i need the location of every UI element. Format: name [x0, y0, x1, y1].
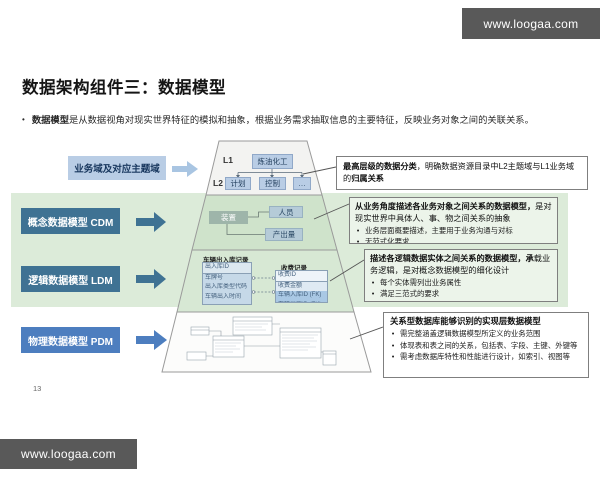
l1-l2-connectors — [237, 169, 303, 175]
right-arrow-icon-domain — [172, 161, 198, 177]
bullet-text: 体现表和表之间的关系，包括表、字段、主键、外键等 — [400, 340, 578, 350]
bullet-text: 需考虑数据库特性和性能进行设计，如索引、视图等 — [400, 352, 570, 362]
page-number: 13 — [33, 384, 42, 393]
ldm-right-table-field: 车辆出库ID (FK) — [276, 300, 327, 302]
ldm-right-table-title: 收费记录 — [281, 265, 307, 272]
annotation-l1l2-text: ，明确数据资源目录中L2主题域与L1业务域的 — [343, 162, 575, 183]
bullet-text: 无范式化要求 — [365, 237, 410, 244]
annotation-ldm-bullet: • 满足三范式的要求 — [370, 289, 552, 299]
bullet-text: 需完整涵盖逻辑数据模型所定义的业务范围 — [400, 329, 541, 339]
l2-label: L2 — [213, 178, 223, 188]
ldm-left-table-key: 出入库ID — [203, 263, 251, 274]
bullet-marker: • — [371, 289, 375, 299]
lead-text-rest: 是从数据视角对现实世界特征的模拟和抽象，根据业务需求抽取信息的主要特征，反映业务… — [69, 115, 534, 125]
label-business-domain: 业务域及对应主题域 — [68, 156, 166, 180]
lead-bullet-marker: • — [22, 115, 25, 124]
bullet-marker: • — [356, 225, 360, 235]
cdm-entity-person: 人员 — [269, 206, 303, 218]
bullet-text: 需确定标识符（主键） — [380, 301, 454, 302]
cdm-entity-output: 产出量 — [265, 228, 303, 241]
ldm-relationship-ends — [251, 276, 276, 294]
watermark-bottom: www.loogaa.com — [0, 439, 137, 469]
lead-text-bold: 数据模型 — [31, 115, 70, 125]
annotation-pdm: 关系型数据库能够识别的实现层数据模型 •需完整涵盖逻辑数据模型所定义的业务范围 … — [383, 312, 589, 378]
annotation-l1l2-bold: 最高层级的数据分类 — [343, 162, 417, 171]
ldm-left-table-title: 车辆出入库记录 — [203, 257, 249, 264]
right-arrow-icon-ldm — [136, 269, 166, 289]
annotation-ldm-bold: 描述各逻辑数据实体之间关系的数据模型，承 — [370, 254, 534, 263]
ldm-left-table-field: 出入库类型代码 — [205, 284, 248, 290]
l2-box-plan: 计划 — [225, 177, 251, 190]
annotation-leader-lines — [302, 166, 384, 340]
bullet-text: 每个实体需列出业务属性 — [380, 277, 462, 287]
label-ldm: 逻辑数据模型 LDM — [21, 266, 120, 292]
annotation-pdm-bold: 关系型数据库能够识别的实现层数据模型 — [390, 316, 541, 326]
annotation-ldm: 描述各逻辑数据实体之间关系的数据模型，承载业务逻辑，是对概念数据模型的细化设计 … — [364, 249, 558, 302]
annotation-pdm-heading: 关系型数据库能够识别的实现层数据模型 — [390, 316, 582, 328]
annotation-l1l2-bold2: 归属关系 — [351, 173, 384, 183]
l1-box: 炼油化工 — [252, 154, 293, 169]
cdm-entity-device: 装置 — [209, 211, 248, 224]
annotation-ldm-bullet: • 需确定标识符（主键） — [370, 301, 552, 302]
bullet-marker: • — [391, 329, 395, 339]
ldm-right-table-field: 车辆入库ID (FK) — [276, 291, 327, 301]
ldm-relationship-lines — [254, 277, 273, 293]
bullet-text: 业务层面概要描述，主要用于业务沟通与对标 — [365, 225, 513, 235]
l2-box-ellipsis: … — [293, 177, 311, 190]
ldm-left-table: 出入库ID 车牌号 出入库类型代码 车辆出入时间 — [202, 262, 252, 305]
l1-l2-arrowheads — [236, 175, 304, 178]
l2-box-control: 控制 — [259, 177, 286, 190]
bullet-marker: • — [370, 301, 376, 302]
lead-text: 数据模型是从数据视角对现实世界特征的模拟和抽象，根据业务需求抽取信息的主要特征，… — [32, 114, 534, 126]
right-arrow-icon-cdm — [136, 212, 166, 232]
annotation-l1l2: 最高层级的数据分类，明确数据资源目录中L2主题域与L1业务域的归属关系 — [336, 156, 588, 190]
lead-paragraph: • 数据模型是从数据视角对现实世界特征的模拟和抽象，根据业务需求抽取信息的主要特… — [22, 114, 582, 126]
l1-label: L1 — [223, 155, 233, 165]
bullet-marker: • — [391, 352, 395, 362]
annotation-cdm-bullet: • 无范式化要求 — [355, 237, 552, 244]
bullet-marker: • — [371, 277, 375, 287]
watermark-bottom-text: www.loogaa.com — [21, 447, 116, 461]
label-cdm: 概念数据模型 CDM — [21, 208, 120, 234]
annotation-ldm-heading: 描述各逻辑数据实体之间关系的数据模型，承载业务逻辑，是对概念数据模型的细化设计 — [370, 253, 552, 276]
annotation-cdm: 从业务角度描述各业务对象之间关系的数据模型，是对现实世界中具体人、事、物之间关系… — [349, 197, 558, 244]
annotation-pdm-bullet: • 体现表和表之间的关系，包括表、字段、主键、外键等 — [390, 341, 582, 351]
bullet-text: 满足三范式的要求 — [380, 289, 440, 299]
right-arrow-icon-pdm — [136, 330, 167, 350]
watermark-top: www.loogaa.com — [462, 8, 600, 39]
ldm-left-table-field: 车牌号 — [205, 274, 224, 281]
annotation-cdm-bold: 从业务角度描述各业务对象之间关系的数据模型， — [355, 202, 536, 211]
watermark-top-text: www.loogaa.com — [483, 16, 579, 31]
cdm-entity-connectors — [226, 211, 269, 235]
annotation-cdm-heading: 从业务角度描述各业务对象之间关系的数据模型，是对现实世界中具体人、事、物之间关系… — [355, 201, 552, 224]
bullet-marker: • — [391, 340, 395, 350]
annotation-ldm-bullet: • 每个实体需列出业务属性 — [370, 278, 552, 288]
annotation-ldm-text: 载业务逻辑，是对概念数据模型的细化设计 — [370, 254, 551, 275]
ldm-right-table: 收费ID 收费金额 车辆入库ID (FK) 车辆出库ID (FK) — [275, 270, 328, 303]
label-pdm: 物理数据模型 PDM — [21, 327, 120, 353]
annotation-pdm-bullet: • 需考虑数据库特性和性能进行设计，如索引、视图等 — [390, 352, 582, 362]
ldm-left-table-field: 车辆出入时间 — [205, 293, 242, 300]
annotation-cdm-text: 是对现实世界中具体人、事、物之间关系的抽象 — [355, 202, 552, 223]
pdm-er-diagram — [186, 316, 337, 366]
ldm-right-table-field: 收费金额 — [276, 281, 327, 291]
bullet-marker: • — [356, 237, 360, 244]
ldm-right-table-key: 收费ID — [276, 271, 327, 282]
page-title: 数据架构组件三：数据模型 — [22, 79, 226, 97]
annotation-pdm-bullet: • 需完整涵盖逻辑数据模型所定义的业务范围 — [390, 329, 582, 339]
annotation-cdm-bullet: • 业务层面概要描述，主要用于业务沟通与对标 — [355, 226, 552, 236]
